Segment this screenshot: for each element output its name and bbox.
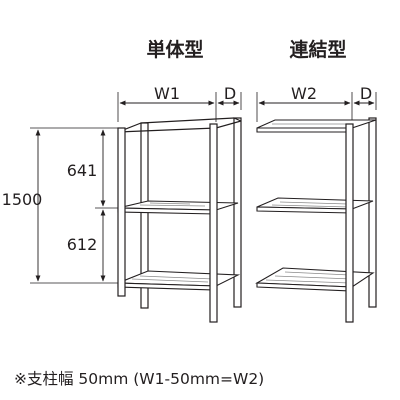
single-front-left-post: [117, 127, 126, 297]
connected-front-right-post: [345, 123, 354, 323]
label-upper-gap: 641: [67, 161, 98, 180]
top-dimension-lines: [117, 92, 377, 122]
single-back-right-post: [233, 117, 242, 308]
title-single-type: 単体型: [146, 38, 203, 61]
height-dimension-lines: [30, 127, 122, 284]
label-d-connected: D: [360, 84, 372, 103]
connected-back-right-post: [368, 117, 377, 308]
footnote-post-width: ※支柱幅 50mm (W1-50mm=W2): [14, 370, 264, 388]
title-connected-type: 連結型: [289, 38, 346, 61]
single-front-right-post: [209, 123, 218, 323]
single-shelf-unit: [117, 117, 242, 323]
label-d-single: D: [224, 84, 236, 103]
connected-shelf-unit: [255, 117, 377, 323]
single-top-frame: [117, 117, 242, 133]
label-w2: W2: [291, 84, 317, 103]
label-lower-gap: 612: [67, 235, 98, 254]
label-w1: W1: [154, 84, 180, 103]
label-height-total: 1500: [2, 190, 43, 209]
